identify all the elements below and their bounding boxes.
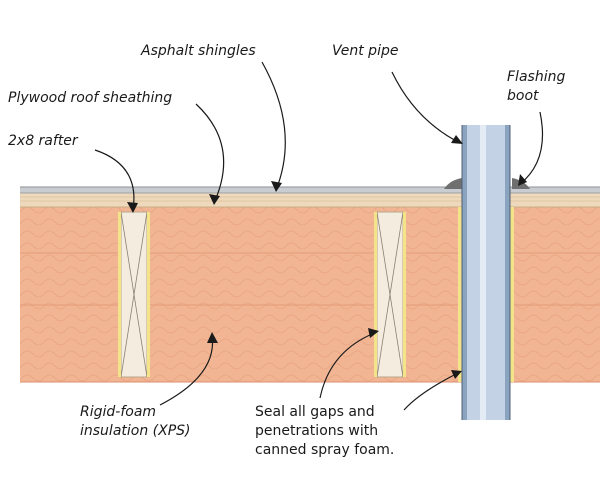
plywood-sheathing-layer (20, 193, 600, 208)
arrowhead-seal-gap-pipe (451, 370, 462, 379)
leader-seal-gap-rafter (319, 331, 378, 399)
rafter-middle (376, 211, 404, 378)
leader-plywood-sheathing (195, 103, 225, 204)
rafter-left (120, 211, 148, 378)
leader-seal-gap-pipe (403, 371, 461, 411)
arrowhead-flashing-boot (518, 174, 527, 186)
label-seal-note: Seal all gaps and penetrations with cann… (255, 404, 395, 458)
arrowhead-plywood-sheathing (209, 194, 220, 205)
arrowhead-seal-gap-rafter (368, 328, 379, 338)
leader-flashing-boot (519, 111, 544, 185)
leader-vent-pipe (391, 71, 461, 144)
label-rafter: 2x8 rafter (8, 133, 78, 149)
label-plywood-sheathing: Plywood roof sheathing (8, 90, 173, 106)
arrowhead-asphalt-shingles (271, 181, 282, 192)
arrowheads (127, 135, 527, 379)
leader-rafter (94, 149, 135, 211)
label-vent-pipe: Vent pipe (332, 43, 399, 59)
label-flashing-boot: Flashing boot (507, 69, 566, 104)
vent-pipe (461, 125, 511, 420)
arrowhead-rafter (127, 202, 138, 213)
label-asphalt-shingles: Asphalt shingles (141, 43, 256, 59)
arrowhead-rigid-foam (207, 332, 218, 343)
arrowhead-vent-pipe (451, 135, 463, 144)
label-rigid-foam: Rigid-foam insulation (XPS) (80, 404, 191, 439)
spray-foam-seals (118, 207, 514, 382)
leader-asphalt-shingles (261, 61, 286, 191)
